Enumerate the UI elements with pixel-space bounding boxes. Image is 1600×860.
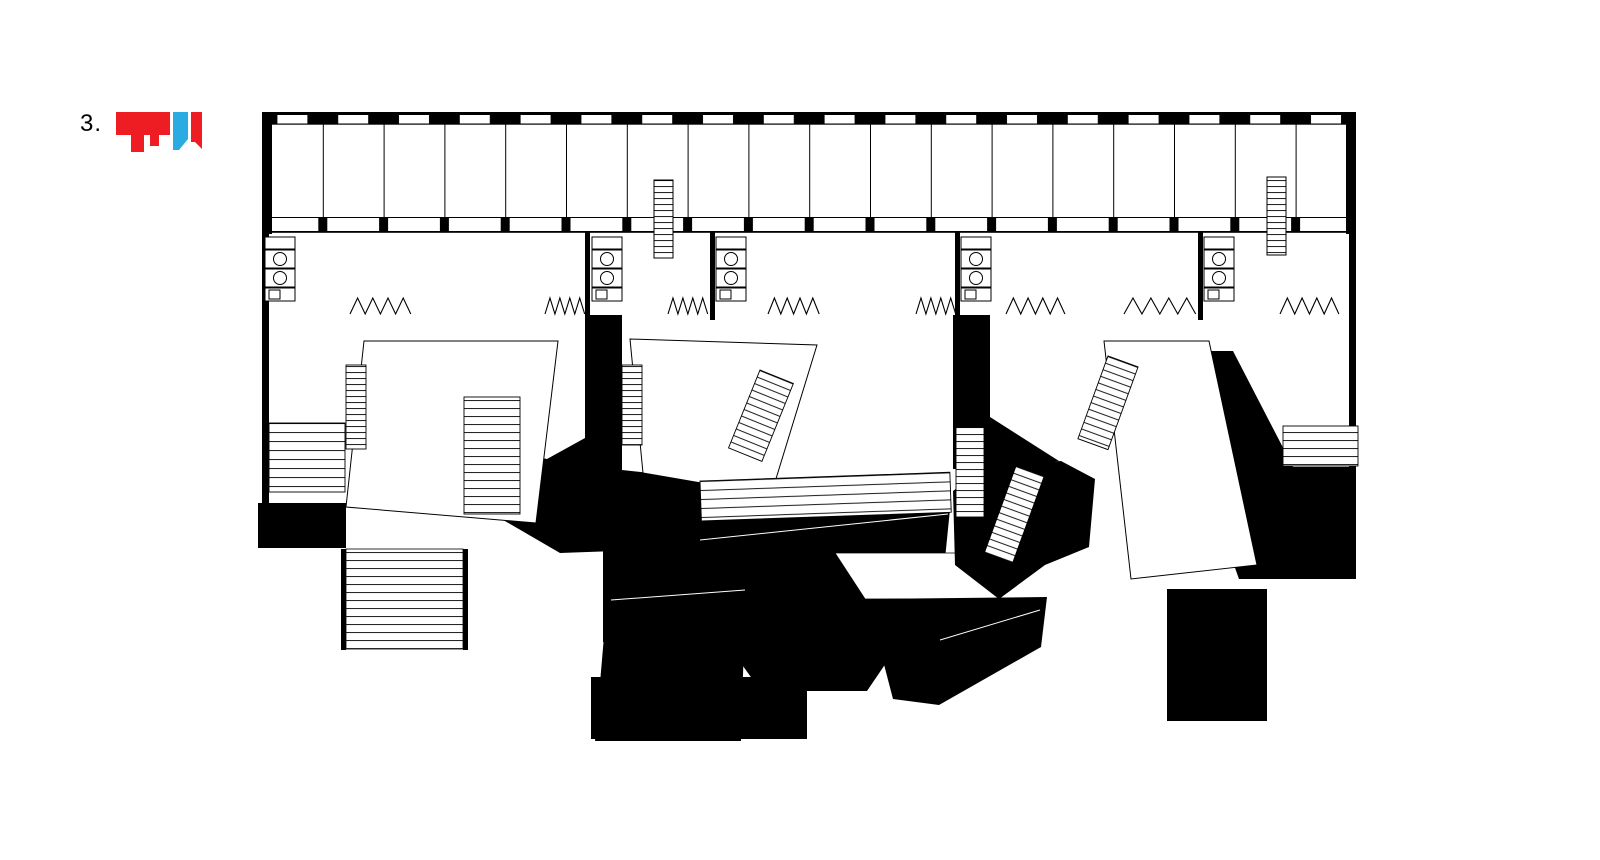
black-block-left [258, 503, 346, 548]
terrace-unit-1 [345, 340, 559, 524]
unit-divider-wall [955, 232, 960, 318]
wide-shallow-stair-center [699, 471, 952, 522]
zigzag [767, 297, 820, 315]
bay-partitions [262, 124, 1356, 218]
panel-joint-line [939, 609, 1041, 641]
upper-stair-left [653, 179, 674, 259]
unit-divider-wall [1198, 232, 1203, 320]
stair-left-wide [268, 422, 346, 493]
fixture-unit-5 [1203, 236, 1235, 302]
unit-divider-wall [585, 232, 590, 318]
key-plan-blue-stair-shape [173, 112, 188, 150]
bathroom-fixtures [264, 236, 1235, 302]
zigzag [1279, 297, 1340, 315]
zigzag [1005, 297, 1066, 315]
black-roof-masses [258, 315, 1356, 741]
key-plan-red-bar [191, 112, 202, 149]
bay-bottom-line [262, 217, 1356, 218]
diagonal-stair-unit-5 [1077, 355, 1139, 451]
facade-band [262, 112, 1356, 234]
left-corner-wall [262, 112, 272, 234]
upper-stair-right [1266, 176, 1287, 256]
terrace-unit-3 [629, 338, 818, 496]
black-bottom-rect-center [591, 677, 807, 739]
right-outer-wall [1349, 232, 1356, 472]
structural-columns [262, 218, 1356, 232]
wardrobe-zigzags [349, 297, 1340, 315]
fixture-unit-1 [264, 236, 296, 302]
long-stair-unit-1 [341, 548, 468, 650]
ladder-stair-unit-3 [621, 364, 643, 446]
key-plan-red-shape [116, 112, 170, 152]
window-piers [262, 112, 1356, 124]
upper-band-stairs [653, 176, 1287, 259]
panel-joint-line [610, 589, 746, 601]
corridor-wall-line [262, 231, 1356, 233]
floor-label: 3. [80, 110, 103, 137]
zigzag [349, 297, 412, 315]
diagonal-stair-unit-3 [727, 369, 794, 462]
diagonal-stair-unit-4 [983, 465, 1045, 564]
panel-joint-line [699, 513, 949, 541]
black-lower-wedge [867, 597, 1047, 705]
fixture-unit-4 [960, 236, 992, 302]
left-outer-wall [262, 232, 269, 510]
unit-divider-wall [710, 232, 715, 320]
key-plan-logo [116, 112, 202, 152]
zigzag [667, 297, 709, 315]
black-bottom-rect-right [1167, 589, 1267, 721]
zigzag [544, 297, 586, 315]
zigzag [1123, 297, 1197, 315]
stair-right-wide [1282, 425, 1359, 467]
fixture-unit-3 [715, 236, 747, 302]
walls [262, 232, 1356, 510]
ladder-stair-unit-4 [955, 426, 985, 518]
staircases [268, 355, 1359, 650]
stair-mid-left [463, 396, 521, 515]
right-corner-wall [1346, 112, 1356, 234]
terrace-unit-5 [1103, 340, 1258, 580]
fixture-unit-2 [591, 236, 623, 302]
ladder-stair-unit-1 [345, 364, 367, 450]
zigzag [915, 297, 957, 315]
